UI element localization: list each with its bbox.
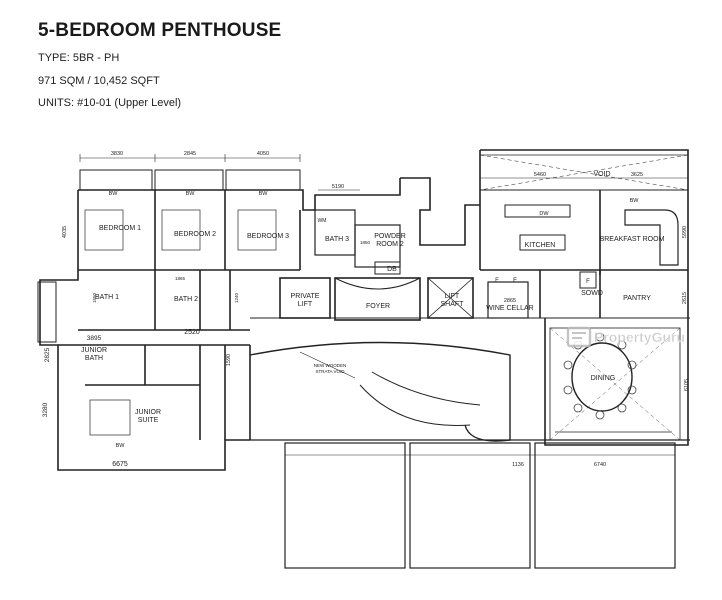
dim-1865: 1865 (175, 276, 186, 281)
dim-1240: 1240 (234, 292, 239, 303)
label-bath-2: BATH 2 (174, 296, 198, 303)
label-pantry: PANTRY (623, 295, 651, 302)
label-junior-suite-2: SUITE (138, 417, 159, 424)
unit-numbers: UNITS: #10-01 (Upper Level) (38, 97, 182, 109)
label-kitchen: KITCHEN (525, 242, 556, 249)
label-powder-room-1: POWDER (374, 233, 406, 240)
dim-2825: 2825 (44, 347, 51, 362)
label-dining: DINING (591, 375, 616, 382)
label-junior-suite-1: JUNIOR (135, 409, 161, 416)
label-bw-5: BW (630, 198, 640, 204)
label-sowd: SOWD (581, 290, 603, 297)
label-f-3: F (586, 279, 590, 285)
dim-1590: 1590 (226, 354, 232, 366)
label-wine-cellar: WINE CELLAR (486, 305, 533, 312)
page-title: 5-BEDROOM PENTHOUSE (38, 20, 282, 41)
dim-1850: 1850 (360, 240, 371, 245)
label-bedroom-3: BEDROOM 3 (247, 233, 289, 240)
dim-6740: 6740 (594, 462, 606, 468)
label-bw-1: BW (109, 191, 119, 197)
label-db: DB (387, 266, 397, 273)
label-powder-room-2: ROOM 2 (376, 241, 404, 248)
label-f-1: F (495, 278, 499, 284)
label-lift-shaft-1: LIFT (445, 293, 460, 300)
dim-4035: 4035 (62, 226, 68, 238)
label-bw-2: BW (186, 191, 196, 197)
dim-6105: 6105 (684, 379, 690, 391)
label-dw: DW (539, 211, 549, 217)
dim-3625: 3625 (631, 172, 643, 178)
label-breakfast-room: BREAKFAST ROOM (600, 236, 665, 243)
unit-area: 971 SQM / 10,452 SQFT (38, 75, 160, 87)
label-private-lift-1: PRIVATE (291, 293, 320, 300)
label-f-2: F (513, 278, 517, 284)
dim-6675: 6675 (112, 461, 128, 468)
dim-5460: 5460 (534, 172, 546, 178)
dim-4050: 4050 (257, 151, 269, 157)
label-private-lift-2: LIFT (298, 301, 313, 308)
label-bw-4: BW (116, 443, 126, 449)
dim-2520: 2520 (184, 329, 200, 336)
label-strata-void-1: NEW WOODEN (314, 363, 347, 368)
label-bath-3: BATH 3 (325, 236, 349, 243)
label-junior-bath-1: JUNIOR (81, 347, 107, 354)
dim-2845: 2845 (184, 151, 196, 157)
propertyguru-watermark: PropertyGuru (566, 326, 685, 348)
dim-1550: 1550 (92, 292, 97, 303)
label-wm: WM (318, 218, 327, 224)
dim-2865: 2865 (504, 298, 516, 304)
label-lift-shaft-2: SHAFT (441, 301, 465, 308)
dim-3280: 3280 (42, 402, 49, 417)
dim-3830: 3830 (111, 151, 123, 157)
dim-2615: 2615 (682, 292, 688, 304)
label-junior-bath-2: BATH (85, 355, 103, 362)
label-foyer: FOYER (366, 303, 390, 310)
dim-5990: 5990 (682, 226, 688, 238)
label-bw-3: BW (259, 191, 269, 197)
label-bedroom-2: BEDROOM 2 (174, 231, 216, 238)
label-void: VOID (593, 171, 610, 178)
label-strata-void-2: STRATA VOID (315, 369, 345, 374)
label-bedroom-1: BEDROOM 1 (99, 225, 141, 232)
label-bath-1: BATH 1 (95, 294, 119, 301)
dim-1136: 1136 (512, 462, 524, 468)
unit-type: TYPE: 5BR - PH (38, 52, 120, 64)
dim-3895: 3895 (87, 335, 102, 342)
dim-5190: 5190 (332, 184, 344, 190)
watermark-text: PropertyGuru (594, 329, 685, 345)
